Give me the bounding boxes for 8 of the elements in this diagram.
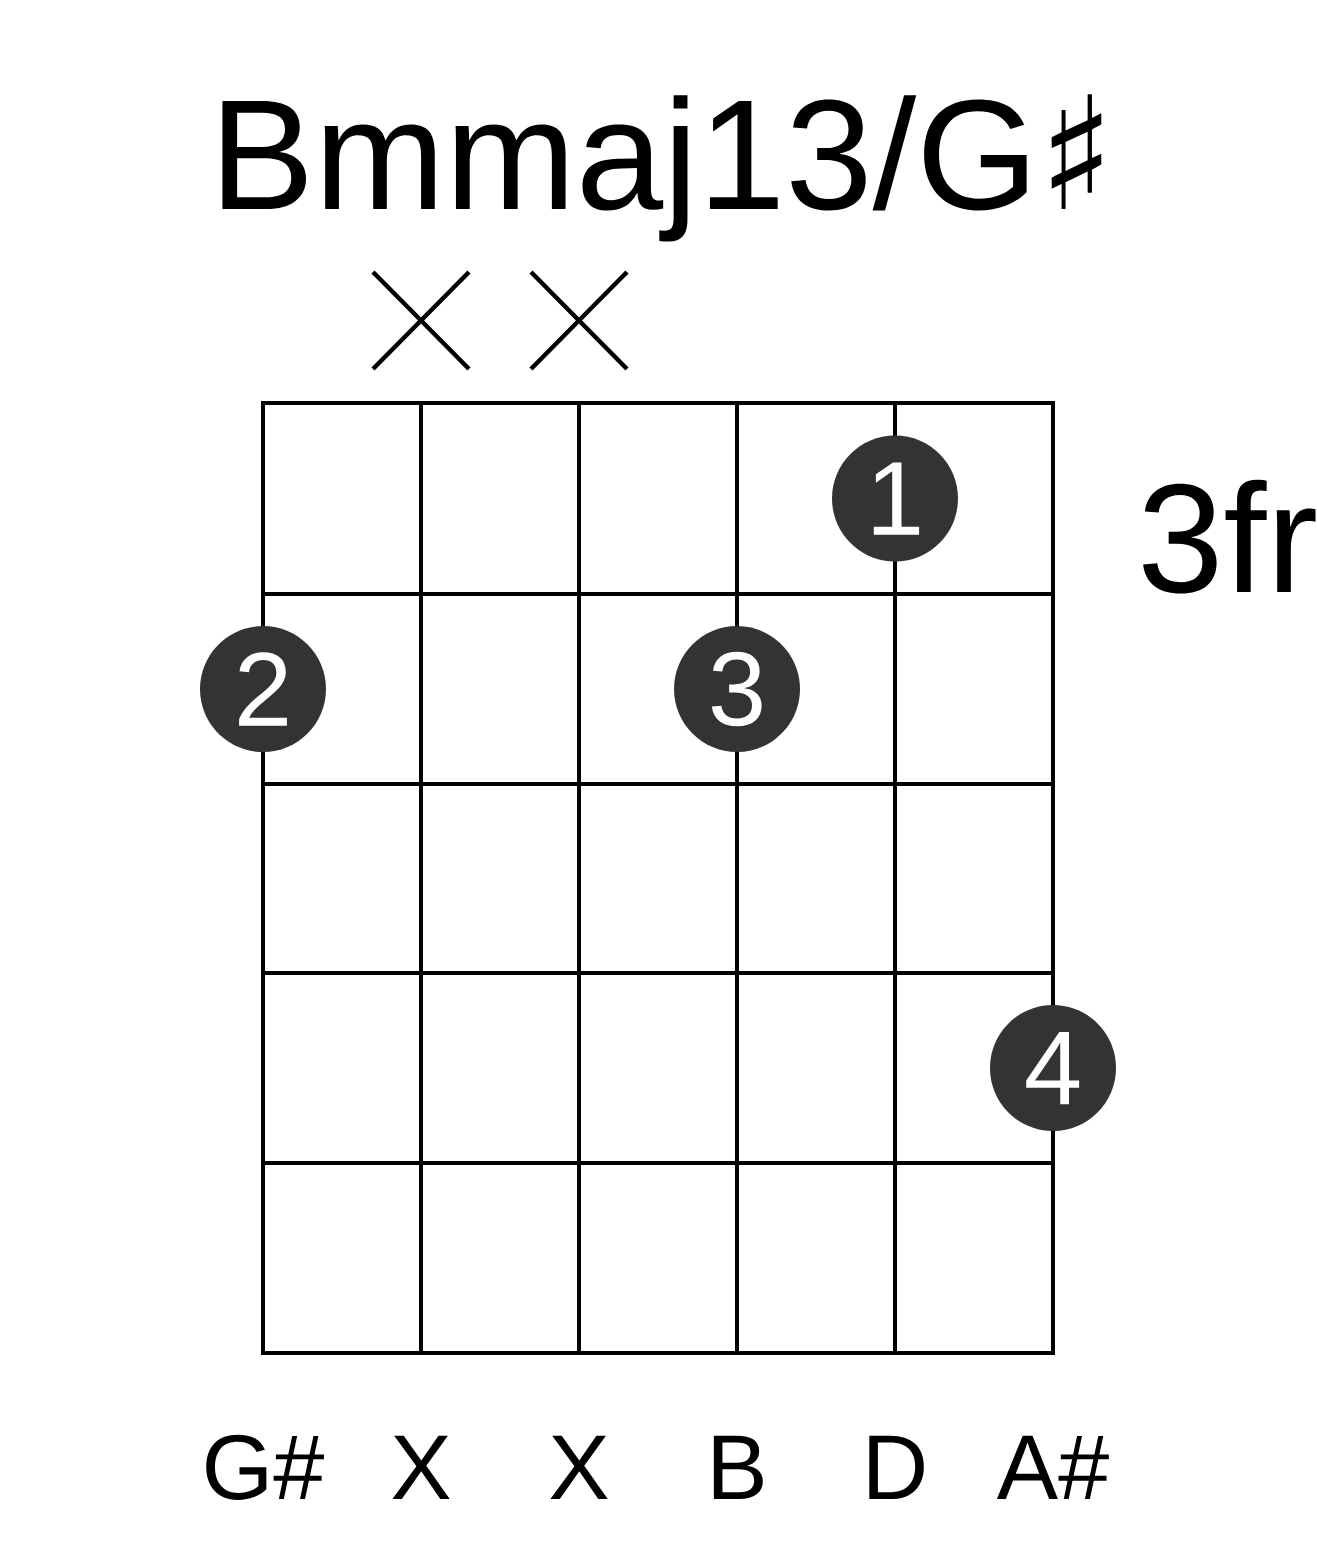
string-note: X xyxy=(550,1435,608,1499)
string-note: A# xyxy=(996,1435,1109,1499)
string-note: D xyxy=(869,1435,924,1499)
string-note: B xyxy=(713,1435,763,1499)
fret-number: 3fr xyxy=(1143,479,1316,594)
string-note: X xyxy=(392,1435,450,1499)
string-note: G# xyxy=(206,1434,324,1500)
chord-title: Bmmaj13/G♯ xyxy=(222,94,1102,242)
